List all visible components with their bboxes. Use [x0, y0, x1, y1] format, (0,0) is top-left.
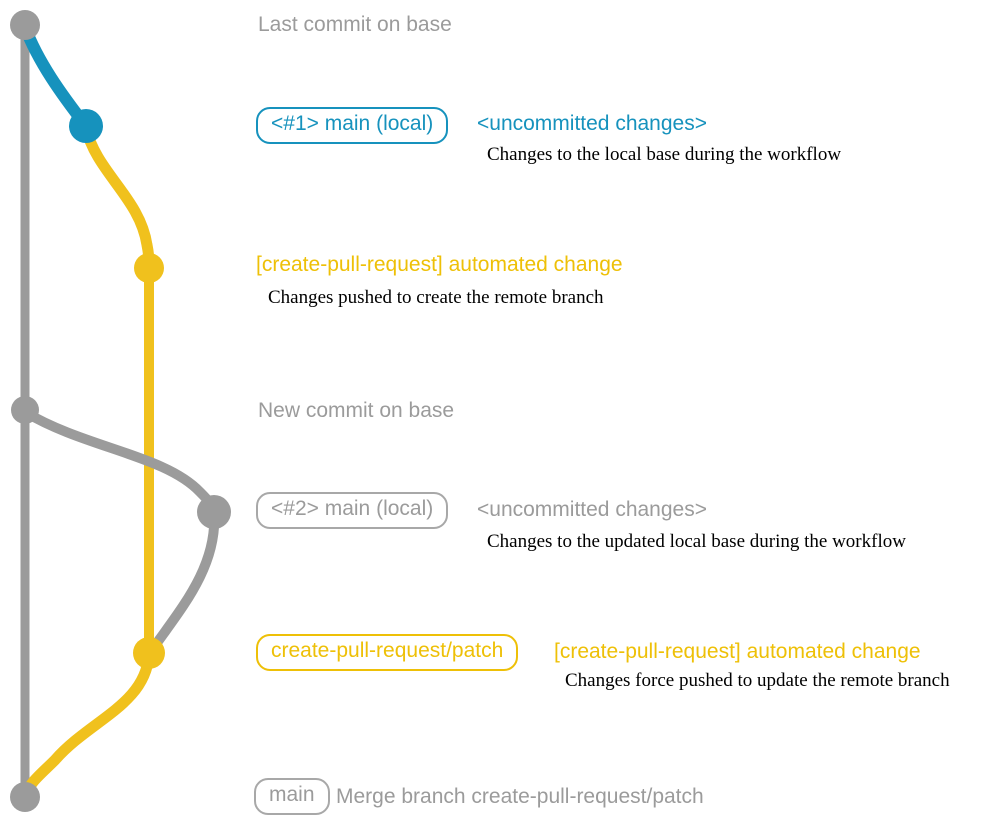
- heading-uncommitted-changes-2: <uncommitted changes>: [477, 498, 707, 521]
- commit-node-last-base: [10, 10, 40, 40]
- badge-main-local-2: <#2> main (local): [256, 492, 449, 529]
- commit-node-automated-change-1: [134, 253, 164, 283]
- caption-last-commit-on-base: Last commit on base: [258, 13, 452, 36]
- branch-line-main-local-2: [20, 407, 219, 517]
- heading-uncommitted-changes-1: <uncommitted changes>: [477, 112, 707, 135]
- caption-new-commit-on-base: New commit on base: [258, 399, 455, 422]
- commit-node-main-local-2: [197, 495, 231, 529]
- commit-node-new-base: [11, 396, 39, 424]
- badge-main-local-1: <#1> main (local): [256, 107, 449, 144]
- note-updated-local-base-changes: Changes to the updated local base during…: [487, 531, 906, 552]
- branch-line-rebase: [147, 507, 220, 655]
- note-local-base-changes-1: Changes to the local base during the wor…: [487, 144, 842, 165]
- branch-line-patch-create: [80, 122, 155, 276]
- branch-line-merge: [20, 649, 155, 801]
- commit-node-main-local-1: [69, 109, 103, 143]
- heading-automated-change-2: [create-pull-request] automated change: [554, 640, 921, 663]
- commit-node-merge: [10, 782, 40, 812]
- badge-main: main: [254, 778, 330, 815]
- note-force-pushed-update-branch: Changes force pushed to update the remot…: [565, 670, 950, 691]
- note-pushed-create-branch: Changes pushed to create the remote bran…: [268, 287, 604, 308]
- commit-node-automated-change-2: [133, 637, 165, 669]
- branch-line-main-local-1: [19, 21, 92, 132]
- heading-automated-change-1: [create-pull-request] automated change: [256, 253, 623, 276]
- badge-create-pull-request-patch: create-pull-request/patch: [256, 634, 519, 671]
- caption-merge-branch: Merge branch create-pull-request/patch: [336, 785, 704, 808]
